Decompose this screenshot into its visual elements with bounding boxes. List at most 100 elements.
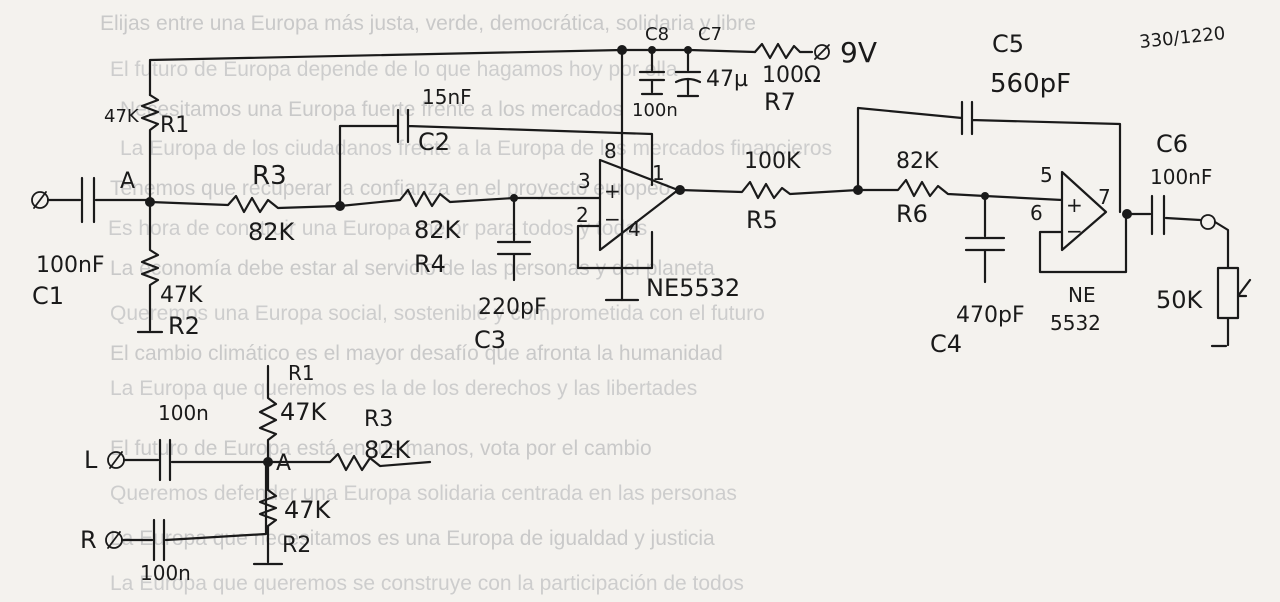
r6-name: R6 [896, 200, 928, 228]
opamp1-name: NE5532 [646, 274, 740, 302]
r6-resistor [856, 178, 987, 198]
bg-line: Tenemos que recuperar la confianza en el… [110, 177, 670, 200]
opamp2-pin6: 6 [1030, 201, 1043, 225]
opamp2-name-line1: NE [1068, 283, 1096, 307]
c2-name: C2 [418, 128, 450, 156]
opamp2-triangle [983, 170, 1108, 252]
r7-resistor [753, 42, 814, 60]
c8-name: C8 [645, 24, 669, 45]
r4-name: R4 [414, 250, 446, 278]
bg-line: Queremos defender una Europa solidaria c… [110, 482, 737, 505]
opamp2-wiring [1038, 212, 1128, 274]
c2-capacitor [338, 108, 654, 208]
c3-value: 220pF [478, 295, 547, 320]
mixer-r3-resistor [266, 452, 432, 472]
bg-line: Queremos una Europa social, sostenible y… [110, 302, 765, 325]
r4-resistor [338, 188, 516, 208]
opamp1-minus: − [604, 207, 621, 231]
r2-name: R2 [168, 312, 200, 340]
mixer-r2-resistor [252, 460, 284, 566]
r5-name: R5 [746, 206, 778, 234]
bg-line: El futuro de Europa depende de lo que ha… [110, 58, 678, 81]
supply-terminal-icon [814, 44, 830, 60]
bg-line: La Europa de los ciudadanos frente a la … [120, 137, 832, 160]
r7-value: 100Ω [762, 63, 821, 88]
bg-line: Necesitamos una Europa fuerte frente a l… [120, 98, 623, 121]
bg-line: Es hora de construir una Europa mejor pa… [108, 217, 647, 240]
c3-capacitor [496, 196, 532, 282]
c1-capacitor [46, 176, 152, 224]
c8-capacitor [638, 48, 666, 96]
opamp1-pin1: 1 [652, 161, 665, 185]
supply-label: 9V [840, 36, 877, 69]
r3-value: 82K [248, 218, 296, 246]
c5-value: 560pF [990, 69, 1071, 99]
r4-value: 82K [414, 216, 462, 244]
mixer-circuit: L 100n R 100n A R1 47K 47K R2 R3 82K [80, 361, 432, 585]
potentiometer [1210, 220, 1252, 348]
right-capacitor [120, 460, 268, 562]
r1-value: 47K [104, 106, 140, 127]
c4-value: 470pF [956, 303, 1025, 328]
r3-name: R3 [252, 161, 287, 191]
c1-value: 100nF [36, 253, 105, 278]
opamp2-plus: + [1066, 193, 1083, 217]
right-input-label: R [80, 526, 97, 554]
r6-value: 82K [896, 149, 939, 174]
c6-capacitor [1125, 194, 1202, 236]
c7-value: 47µ [706, 67, 748, 92]
c5-capacitor [856, 100, 1122, 214]
bg-line: La economía debe estar al servicio de la… [110, 257, 715, 280]
mixer-r1-name: R1 [288, 361, 315, 385]
c2-value: 15nF [422, 85, 472, 109]
c8-value: 100n [632, 100, 678, 121]
r1-resistor [140, 93, 160, 202]
c7-capacitor [674, 48, 702, 98]
r5-resistor [678, 180, 860, 200]
bg-line: El futuro de Europa está en tus manos, v… [110, 437, 652, 460]
c4-name: C4 [930, 330, 962, 358]
left-input-label: L [84, 446, 98, 474]
r2-resistor [136, 200, 164, 334]
opamp2-name-line2: 5532 [1050, 311, 1101, 335]
background-print: Elijas entre una Europa más justa, verde… [100, 12, 832, 595]
mixer-r2-value: 47K [284, 496, 332, 524]
opamp1-pin2: 2 [576, 203, 589, 227]
mixer-r1-resistor [258, 364, 278, 464]
bg-line: Elijas entre una Europa más justa, verde… [100, 12, 756, 35]
bg-line: La Europa que queremos se construye con … [110, 572, 744, 595]
main-circuit: 9V 100Ω R7 C8 100n C7 47µ 47K R1 100nF C… [31, 24, 1252, 358]
mixer-r3-name: R3 [364, 407, 393, 432]
pot-value: 50K [1156, 286, 1204, 314]
right-cap-value: 100n [140, 561, 191, 585]
opamp2-minus: − [1066, 219, 1083, 243]
left-capacitor [122, 438, 270, 482]
opamp1-wiring [576, 48, 654, 302]
c4-capacitor [964, 194, 1006, 284]
c5-name: C5 [992, 30, 1024, 58]
opamp1-pin3: 3 [578, 169, 591, 193]
opamp2-pin7: 7 [1098, 185, 1111, 209]
opamp1-plus: + [604, 179, 621, 203]
opamp1-triangle [512, 158, 680, 252]
r1-name: R1 [160, 113, 189, 138]
r2-value: 47K [160, 283, 203, 308]
output-terminal-icon [1200, 214, 1216, 230]
opamp2-pin5: 5 [1040, 163, 1053, 187]
bg-line: La Europa que necesitamos es una Europa … [110, 527, 715, 550]
c3-name: C3 [474, 326, 506, 354]
r5-value: 100K [744, 149, 801, 174]
c6-value: 100nF [1150, 165, 1212, 189]
left-cap-value: 100n [158, 401, 209, 425]
bg-line: El cambio climático es el mayor desafío … [110, 342, 723, 365]
c6-name: C6 [1156, 130, 1188, 158]
opamp1-pin8: 8 [604, 139, 617, 163]
node-a-label: A [120, 169, 135, 194]
mixer-r1-value: 47K [280, 398, 328, 426]
mixer-node-a-label: A [276, 451, 291, 476]
c1-name: C1 [32, 282, 64, 310]
mixer-r2-name: R2 [282, 533, 311, 558]
mixer-r3-value: 82K [364, 436, 412, 464]
